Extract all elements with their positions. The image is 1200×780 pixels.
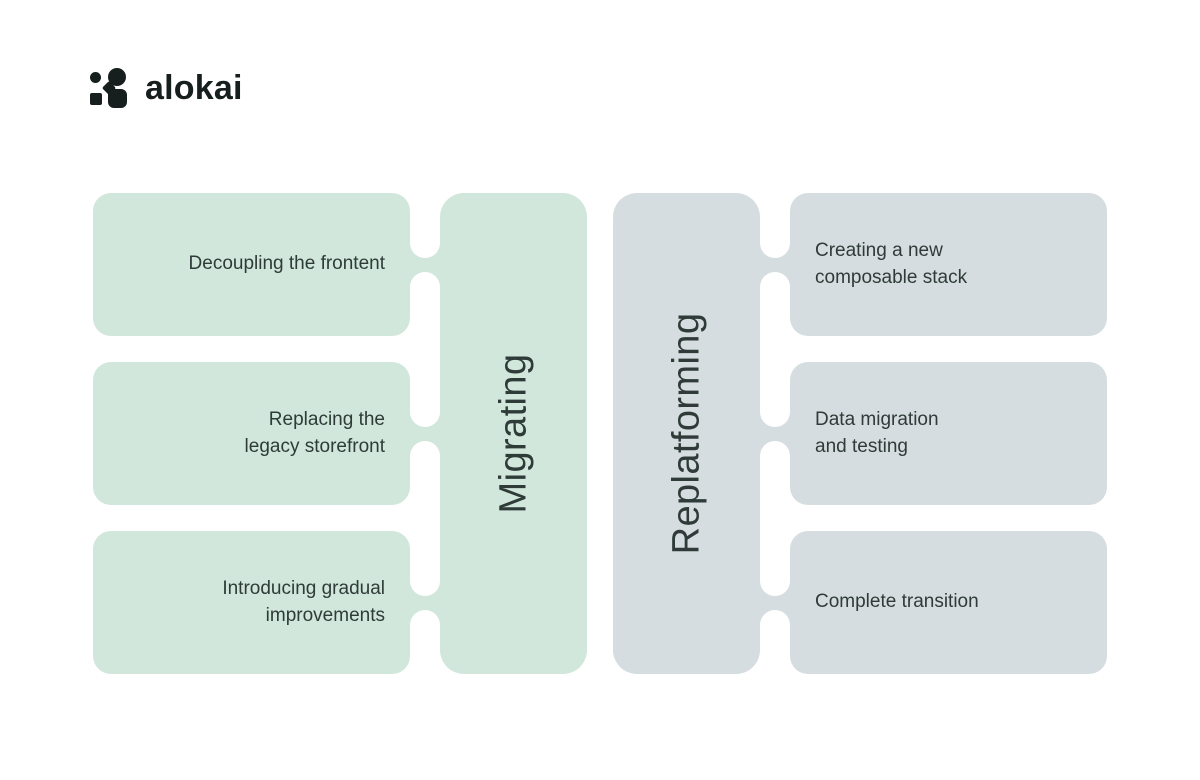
step-label: Decoupling the frontent xyxy=(188,253,385,275)
logo-dot-top-right xyxy=(108,68,126,86)
step-label: Introducing gradual improvements xyxy=(222,577,385,626)
step-label: Creating a new composable stack xyxy=(815,239,968,288)
migrating-group: Decoupling the frontent Replacing the le… xyxy=(93,193,587,674)
migrating-column: Migrating xyxy=(440,193,587,674)
step-label: Data migration and testing xyxy=(815,408,939,457)
connector-migrating-2 xyxy=(410,396,440,471)
replatforming-group: Replatforming Creating a new composable … xyxy=(613,193,1107,674)
alokai-logo-icon xyxy=(90,68,130,108)
step-label: Complete transition xyxy=(815,591,979,613)
replatforming-column-label: Replatforming xyxy=(665,312,708,555)
step-decoupling-frontent: Decoupling the frontent xyxy=(93,193,410,336)
logo-dot-bottom-left xyxy=(90,93,102,105)
step-replacing-storefront: Replacing the legacy storefront xyxy=(93,362,410,505)
connector-migrating-3 xyxy=(410,565,440,640)
logo-dot-top-left xyxy=(90,72,101,83)
step-data-migration: Data migration and testing xyxy=(790,362,1107,505)
logo-dot-bottom-right xyxy=(108,89,127,108)
connector-replatforming-3 xyxy=(760,565,790,640)
step-composable-stack: Creating a new composable stack xyxy=(790,193,1107,336)
brand-header: alokai xyxy=(90,68,243,108)
connector-migrating-1 xyxy=(410,227,440,302)
brand-wordmark: alokai xyxy=(145,69,243,107)
step-gradual-improvements: Introducing gradual improvements xyxy=(93,531,410,674)
step-complete-transition: Complete transition xyxy=(790,531,1107,674)
step-label: Replacing the legacy storefront xyxy=(244,408,385,457)
connector-replatforming-2 xyxy=(760,396,790,471)
replatforming-column: Replatforming xyxy=(613,193,760,674)
migrating-column-label: Migrating xyxy=(492,353,535,514)
connector-replatforming-1 xyxy=(760,227,790,302)
